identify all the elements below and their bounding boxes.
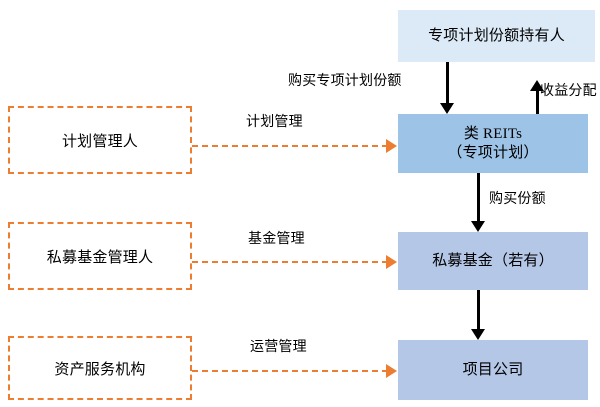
edge-purchase-units-arrowhead-icon [471,221,485,232]
edge-label-income-distribution: 收益分配 [540,84,597,99]
edge-operation-management-line [192,370,388,372]
edge-label-purchase-plan-units: 购买专项计划份额 [288,74,402,89]
edge-operation-management-arrowhead-icon [386,364,397,378]
node-project-company: 项目公司 [398,340,588,400]
actor-asset-servicer-label: 资产服务机构 [54,361,146,378]
edge-label-plan-management: 计划管理 [246,115,303,130]
edge-fund-management-arrowhead-icon [386,255,397,269]
node-plan-unit-holders-label: 专项计划份额持有人 [428,27,565,44]
edge-purchase-plan-units-line [446,62,449,103]
edge-label-fund-management: 基金管理 [248,232,305,247]
node-project-company-label: 项目公司 [462,361,524,378]
actor-asset-servicer: 资产服务机构 [8,336,192,400]
node-quasi-reits: 类 REITs （专项计划） [398,114,588,173]
edge-purchase-units-line [477,173,480,221]
edge-plan-management-arrowhead-icon [386,139,397,153]
actor-pe-fund-manager: 私募基金管理人 [8,222,192,290]
edge-label-operation-management: 运营管理 [250,340,307,355]
edge-income-distribution-arrowhead-icon [530,80,544,91]
node-private-fund-label: 私募基金（若有） [432,252,554,269]
edge-plan-management-line [192,145,388,147]
edge-label-purchase-units: 购买份额 [489,192,546,207]
node-private-fund: 私募基金（若有） [398,232,588,290]
node-quasi-reits-label-line2: （专项计划） [447,144,539,161]
actor-pe-fund-manager-label: 私募基金管理人 [46,249,154,266]
edge-fund-to-spv-line [477,290,480,329]
actor-plan-manager-label: 计划管理人 [61,133,138,150]
edge-fund-management-line [192,261,388,263]
edge-income-distribution-line [536,91,539,114]
actor-plan-manager: 计划管理人 [8,106,192,174]
node-plan-unit-holders: 专项计划份额持有人 [398,10,595,62]
node-quasi-reits-label-line1: 类 REITs [463,126,523,143]
edge-purchase-plan-units-arrowhead-icon [440,103,454,114]
edge-fund-to-spv-arrowhead-icon [471,329,485,340]
